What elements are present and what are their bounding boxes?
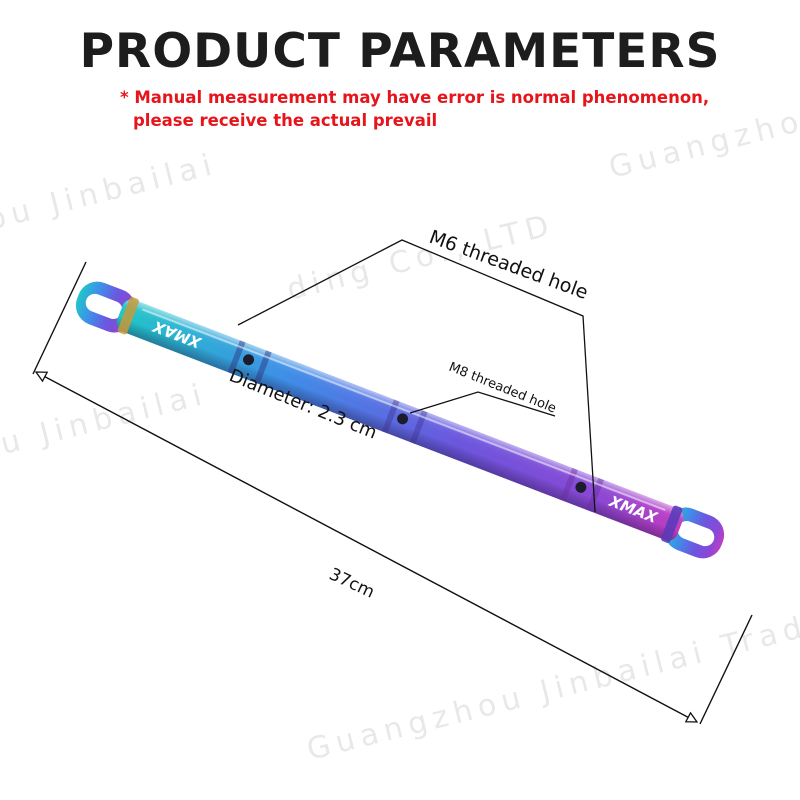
- watermark-text: ou Jinbailai: [0, 147, 221, 238]
- watermark-text: Guangzhou: [605, 97, 800, 185]
- notch: [227, 340, 246, 375]
- m8-hole-label: M8 threaded hole: [447, 360, 559, 417]
- disclaimer-note: * Manual measurement may have error is n…: [120, 86, 720, 132]
- disclaimer-line-2: please receive the actual prevail: [133, 111, 438, 130]
- watermark-text: ou Jinbailai: [0, 377, 211, 468]
- slot-hole-left: [85, 293, 123, 319]
- m6-leader-line: [237, 239, 596, 513]
- disclaimer-line-1: * Manual measurement may have error is n…: [120, 88, 710, 107]
- extension-line-right: [699, 614, 753, 725]
- page-title: PRODUCT PARAMETERS: [79, 24, 721, 79]
- dimension-arrow: [36, 372, 697, 722]
- m8-leader-line: [409, 391, 556, 417]
- extension-line-left: [32, 261, 87, 375]
- m6-threaded-hole-left: [243, 354, 255, 366]
- length-label: 37cm: [326, 564, 378, 602]
- tube-highlight: [142, 308, 666, 512]
- m8-callout: M8 threaded hole: [409, 360, 559, 417]
- watermark-text: Guangzhou Jinbailai Trading: [303, 594, 800, 768]
- collar-ring: [117, 297, 139, 335]
